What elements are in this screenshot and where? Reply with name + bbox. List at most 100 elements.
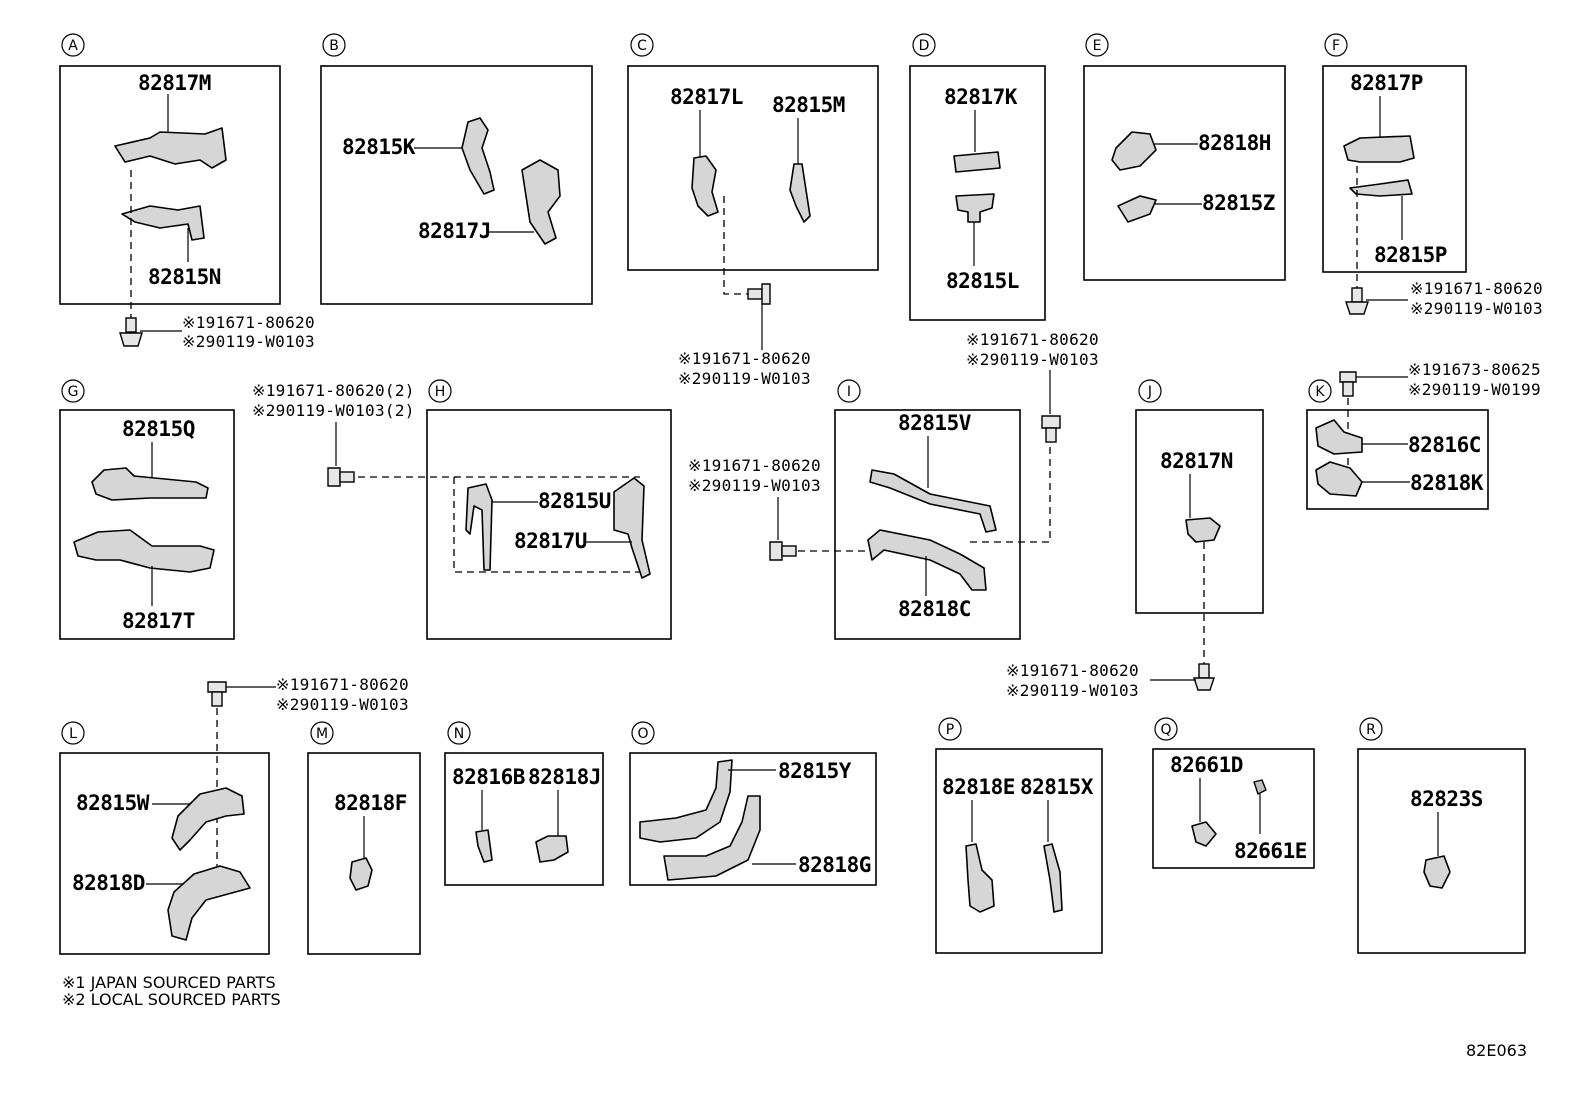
part-label-82815v[interactable]: 82815V [898,411,972,435]
part-label-82818g[interactable]: 82818G [798,853,871,877]
part-label-82823s[interactable]: 82823S [1410,787,1483,811]
bolt-ref-c-2[interactable]: ※290119-W0103 [678,369,811,388]
bolt-ref-f-2[interactable]: ※290119-W0103 [1410,299,1543,318]
part-label-82661d[interactable]: 82661D [1170,753,1243,777]
bolt-ref-c-1[interactable]: ※191671-80620 [678,349,811,368]
part-label-82817n[interactable]: 82817N [1160,449,1233,473]
bracket-82815v [869,469,997,533]
part-label-82815p[interactable]: 82815P [1374,243,1447,267]
bracket-82816c [1315,419,1363,455]
section-i: I ※191671-80620 ※290119-W0103 82815V 828… [688,379,1051,640]
part-label-82818h[interactable]: 82818H [1198,131,1271,155]
part-label-82816b[interactable]: 82816B [452,765,525,789]
section-box-o [629,752,877,886]
bolt-icon [769,541,797,561]
part-label-82818d[interactable]: 82818D [72,871,145,895]
bolt-ref-l-1[interactable]: ※191671-80620 [276,675,409,694]
part-label-82818k[interactable]: 82818K [1410,471,1484,495]
part-label-82661e[interactable]: 82661E [1234,839,1307,863]
bolt-ref-j-1[interactable]: ※191671-80620 [1006,661,1139,680]
part-label-82817p[interactable]: 82817P [1350,71,1423,95]
part-label-82815k[interactable]: 82815K [342,135,416,159]
section-letter-a: A [68,38,78,54]
section-box-n [444,752,604,886]
section-letter-h: H [435,384,446,400]
section-h: ※191671-80620(2) ※290119-W0103(2) H 8281… [252,379,672,640]
part-label-82816c[interactable]: 82816C [1408,433,1481,457]
bolt-ref-a-1[interactable]: ※191671-80620 [182,313,315,332]
part-label-82815w[interactable]: 82815W [76,791,150,815]
section-d: D 82817K 82815L [909,33,1046,321]
section-letter-g: G [68,384,79,400]
section-letter-j: J [1147,384,1152,400]
section-box-a [59,65,281,305]
section-marker-p [938,717,962,741]
bracket-82817j [521,159,561,245]
section-b: B 82815K 82817J [320,33,593,305]
bolt-ref-d-2[interactable]: ※290119-W0103 [966,350,1099,369]
part-label-82815n[interactable]: 82815N [148,265,221,289]
bolt-ref-h-2[interactable]: ※290119-W0103(2) [252,401,415,420]
part-label-82815l[interactable]: 82815L [946,269,1019,293]
section-letter-p: P [946,722,954,738]
bolt-ref-l-2[interactable]: ※290119-W0103 [276,695,409,714]
section-letter-d: D [919,38,930,54]
bracket-82815q [91,467,209,501]
bolt-ref-i-1[interactable]: ※191671-80620 [688,456,821,475]
section-m: M 82818F [307,721,421,955]
bracket-82815z [1117,195,1157,223]
bolt-ref-k-1[interactable]: ※191673-80625 [1408,360,1541,379]
bolt-ref-h-1[interactable]: ※191671-80620(2) [252,381,415,400]
section-marker-l [61,721,85,745]
part-label-82815q[interactable]: 82815Q [122,417,195,441]
section-box-q [1152,748,1315,869]
bolt-ref-k-2[interactable]: ※290119-W0199 [1408,380,1541,399]
part-label-82817k[interactable]: 82817K [944,85,1018,109]
bolt-icon [1339,371,1357,397]
section-l: L ※191671-80620 ※290119-W0103 82815W 828… [59,675,409,955]
bracket-82815u [465,483,493,571]
bolt-icon [327,467,355,487]
bolt-ref-j-2[interactable]: ※290119-W0103 [1006,681,1139,700]
part-label-82817u[interactable]: 82817U [514,529,587,553]
part-label-82815m[interactable]: 82815M [772,93,845,117]
part-label-82815z[interactable]: 82815Z [1202,191,1275,215]
bracket-82815w [171,787,245,851]
section-r: R 82823S [1357,717,1526,954]
part-label-82815u[interactable]: 82815U [538,489,611,513]
section-marker-b [322,33,346,57]
bracket-82817t [73,529,215,573]
section-box-i [834,409,1021,640]
part-label-82817t[interactable]: 82817T [122,609,195,633]
part-label-82818e[interactable]: 82818E [942,775,1015,799]
section-letter-n: N [454,726,464,742]
bracket-82818c [867,529,987,591]
part-label-82817j[interactable]: 82817J [418,219,491,243]
bracket-82818k [1315,461,1363,497]
bolt-ref-f-1[interactable]: ※191671-80620 [1410,279,1543,298]
section-box-c [627,65,879,271]
part-label-82815x[interactable]: 82815X [1020,775,1094,799]
section-box-g [59,409,235,640]
part-label-82818f[interactable]: 82818F [334,791,407,815]
part-label-82817m[interactable]: 82817M [138,71,211,95]
part-label-82818c[interactable]: 82818C [898,597,971,621]
section-box-f [1322,65,1467,273]
section-marker-h [428,379,452,403]
section-letter-r: R [1366,722,1376,738]
section-marker-q [1154,717,1178,741]
section-marker-o [631,721,655,745]
bolt-icon [1345,287,1369,315]
bolt-ref-a-2[interactable]: ※290119-W0103 [182,332,315,351]
bracket-82815m [789,163,811,223]
bracket-82815y [639,759,733,843]
bolt-ref-d-1[interactable]: ※191671-80620 [966,330,1099,349]
part-label-82817l[interactable]: 82817L [670,85,743,109]
note-japan-sourced: ※1 JAPAN SOURCED PARTS [62,973,276,992]
section-letter-o: O [637,726,648,742]
part-label-82818j[interactable]: 82818J [528,765,601,789]
bolt-ref-i-2[interactable]: ※290119-W0103 [688,476,821,495]
part-label-82815y[interactable]: 82815Y [778,759,852,783]
bracket-82661e [1253,779,1267,795]
